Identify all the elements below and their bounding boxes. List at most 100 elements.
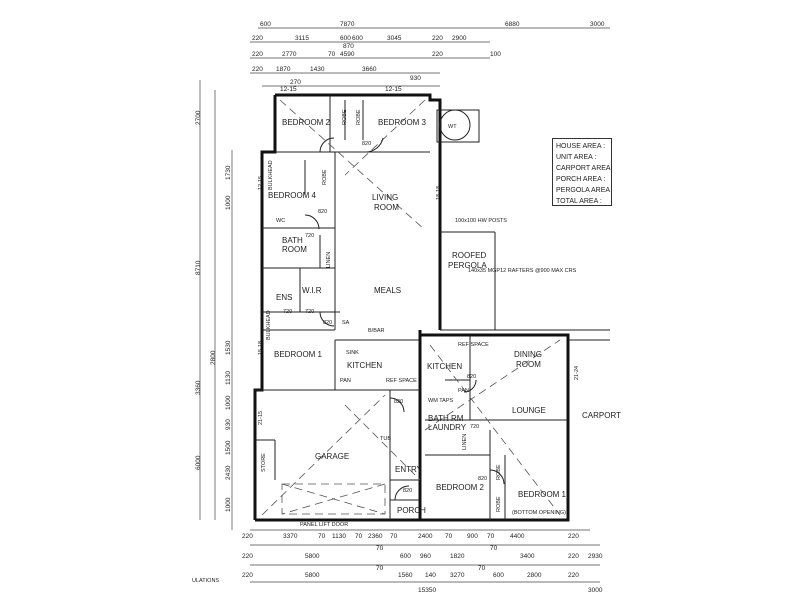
dim-text: 3270 — [450, 572, 465, 579]
dim-text: 70 — [318, 533, 326, 540]
fixture-label: ROBE — [322, 169, 328, 185]
room-label-bathroom: ROOM — [282, 245, 307, 254]
dim-text: 2430 — [225, 465, 232, 480]
dim-text: 70 — [445, 533, 453, 540]
dim-text: 1870 — [276, 66, 291, 73]
left-dimension-texts: 2700 1730 1000 8710 1530 2800 1130 3360 … — [195, 110, 580, 512]
dim-text: 600 — [400, 553, 411, 560]
dim-text: 1130 — [332, 533, 346, 540]
room-label-porch: PORCH — [397, 506, 426, 515]
fixture-label: REF SPACE — [458, 342, 489, 348]
dim-text: 600 — [340, 35, 351, 42]
dim-text: 220 — [252, 35, 263, 42]
legend-porch-area: PORCH AREA : — [556, 176, 606, 183]
dim-text: 21-15 — [258, 411, 264, 425]
dim-text: 1130 — [225, 371, 232, 385]
dim-text: 930 — [410, 75, 421, 82]
dim-text: 5800 — [305, 572, 320, 579]
right-unit-walls — [420, 333, 570, 522]
top-dimension-lines — [250, 27, 610, 87]
room-label-meals: MEALS — [374, 286, 401, 295]
door-width: 820 — [467, 374, 476, 380]
dim-text: 2800 — [527, 572, 542, 579]
door-width: 720 — [470, 424, 479, 430]
fixture-label: ROBE — [342, 109, 348, 125]
dim-text: 70 — [390, 533, 398, 540]
dim-text: 1820 — [450, 553, 465, 560]
dim-text: 2930 — [588, 553, 603, 560]
dim-text: 1000 — [225, 195, 232, 210]
bottom-dimension-texts: 220 3370 70 1130 70 2360 70 2400 70 900 … — [192, 533, 603, 594]
dim-text: 3400 — [520, 553, 535, 560]
dim-text: 3370 — [283, 533, 298, 540]
room-label-living: ROOM — [374, 203, 399, 212]
dim-text: 2360 — [368, 533, 383, 540]
room-label-bath-laundry: BATH RM — [428, 414, 464, 423]
dim-text: 70 — [478, 565, 486, 572]
dim-text: 1430 — [310, 66, 325, 73]
fixture-label: PANEL LIFT DOOR — [300, 522, 348, 528]
dim-text: 270 — [290, 79, 301, 86]
dim-text: 960 — [420, 553, 431, 560]
fixture-label: 140x35 MGP12 RAFTERS @900 MAX CRS — [468, 268, 577, 274]
left-dimension-lines — [199, 80, 233, 530]
dim-text: 6880 — [505, 21, 520, 28]
fixture-label: 100x100 HW POSTS — [455, 218, 507, 224]
fixture-label: PAN — [340, 378, 351, 384]
door-swings — [304, 137, 505, 501]
fixture-label: LINEN — [462, 434, 468, 450]
dim-text: 220 — [242, 533, 253, 540]
dim-text: 7870 — [340, 21, 355, 28]
bottom-dimension-lines — [250, 529, 600, 583]
room-label-wir: W.I.R — [302, 286, 322, 295]
dim-text: 100 — [490, 51, 501, 58]
room-label-bedroom-3: BEDROOM 3 — [378, 118, 427, 127]
door-width: 820 — [394, 399, 403, 405]
fixture-label: ROBE — [356, 109, 362, 125]
room-label-bedroom-4: BEDROOM 4 — [268, 191, 317, 200]
fixture-label: PAN — [458, 388, 469, 394]
dim-text: 1560 — [398, 572, 413, 579]
room-label-ensuite: ENS — [276, 293, 292, 302]
door-width: 820 — [318, 209, 327, 215]
legend-pergola-area: PERGOLA AREA — [556, 187, 611, 194]
fixture-label: ROBE — [496, 496, 502, 512]
dim-text: 6000 — [195, 455, 202, 470]
dim-text: 1730 — [225, 165, 232, 180]
room-label-store: STORE — [261, 453, 267, 472]
fixture-label: (BOTTOM OPENING) — [512, 510, 566, 516]
dim-text: 220 — [432, 35, 443, 42]
room-label-garage: GARAGE — [315, 452, 349, 461]
dim-text: 220 — [242, 572, 253, 579]
dim-text: 3115 — [295, 35, 309, 42]
dim-text: 2770 — [282, 51, 297, 58]
door-width: 820 — [403, 488, 412, 494]
room-labels: BEDROOM 2 BEDROOM 3 BEDROOM 4 BATH ROOM … — [261, 118, 621, 515]
dim-text: 8710 — [195, 260, 202, 275]
dim-text: 2800 — [210, 350, 217, 365]
fixture-label: B/BAR — [368, 328, 385, 334]
fixture-labels: ROBE ROBE ROBE LINEN LINEN ROBE ROBE BUL… — [266, 109, 577, 528]
room-label-lounge: LOUNGE — [512, 406, 546, 415]
dim-text: 600 — [352, 35, 363, 42]
top-dimension-texts: 600 7870 6880 3000 220 3115 600 600 3045… — [252, 21, 605, 93]
fixture-label: REF SPACE — [386, 378, 417, 384]
dim-text: 220 — [252, 51, 263, 58]
dim-text: 1000 — [225, 395, 232, 410]
room-label-bathroom: BATH — [282, 236, 303, 245]
dim-text: 220 — [568, 533, 579, 540]
room-label-bedroom-2b: BEDROOM 2 — [436, 483, 485, 492]
dim-text: 140 — [425, 572, 436, 579]
legend-unit-area: UNIT AREA : — [556, 154, 597, 161]
room-label-dining: ROOM — [516, 360, 541, 369]
dim-text: 70 — [376, 565, 384, 572]
dim-text: 220 — [252, 66, 263, 73]
room-label-bath-laundry: LAUNDRY — [428, 423, 467, 432]
door-width: 720 — [305, 309, 314, 315]
dim-text: 600 — [493, 572, 504, 579]
room-label-dining: DINING — [514, 350, 542, 359]
room-label-kitchen-2: KITCHEN — [427, 362, 462, 371]
dim-text: 12-15 — [385, 86, 402, 93]
door-width: 820 — [323, 320, 332, 326]
